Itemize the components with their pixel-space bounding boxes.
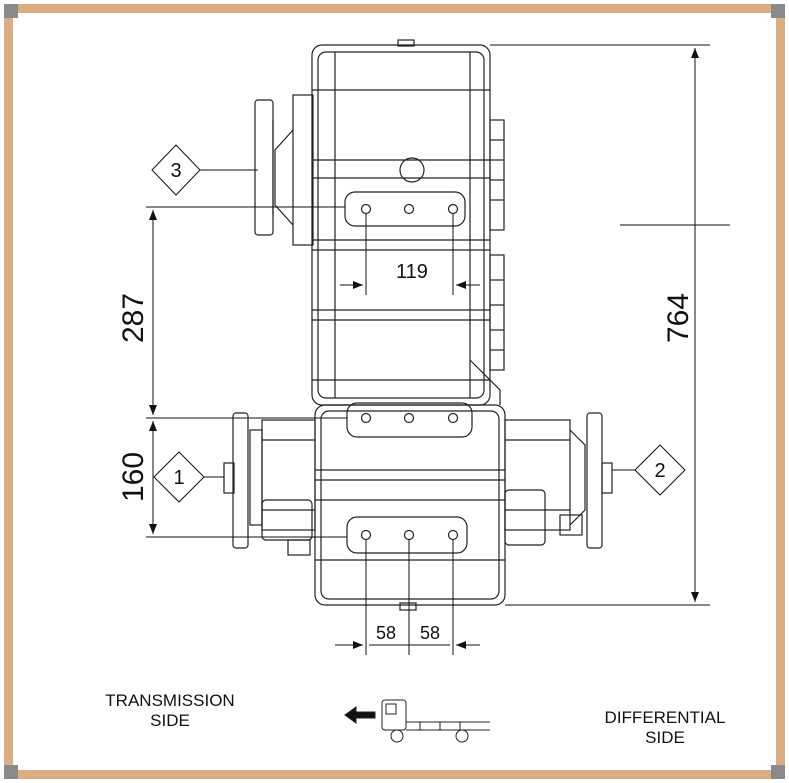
dimension-labels: 764 287 160 119 58 58 <box>117 261 695 643</box>
gearbox-body <box>223 39 613 611</box>
dimension-58-right-label: 58 <box>420 623 440 643</box>
callout-3-marker <box>151 144 201 196</box>
truck-rear-wheel-icon <box>455 729 469 743</box>
frame-corner-top-right <box>771 4 785 18</box>
callout-2-label: 2 <box>654 460 665 482</box>
frame-corner-top-left <box>4 4 18 18</box>
differential-caption-line2: SIDE <box>645 728 685 747</box>
callout-2-marker <box>634 444 686 496</box>
left-arrow-icon <box>344 706 376 724</box>
differential-side-caption: DIFFERENTIAL SIDE <box>580 708 750 748</box>
transmission-caption-line2: SIDE <box>150 711 190 730</box>
dimension-160-label: 160 <box>117 452 150 502</box>
transmission-side-caption: TRANSMISSION SIDE <box>80 691 260 731</box>
callouts <box>151 144 686 503</box>
callout-1-label: 1 <box>173 467 184 489</box>
differential-caption-line1: DIFFERENTIAL <box>604 708 726 727</box>
dimension-lines <box>146 44 730 655</box>
frame-corner-bottom-left <box>4 765 18 779</box>
dimension-58-left-label: 58 <box>376 623 396 643</box>
dimension-119-label: 119 <box>396 261 428 283</box>
drawing-frame <box>4 4 785 779</box>
truck-cab-icon <box>381 699 407 731</box>
callout-1-marker <box>153 451 205 503</box>
callout-3-label: 3 <box>170 160 181 182</box>
callout-labels: 3 1 2 <box>170 160 665 489</box>
truck-front-wheel-icon <box>390 729 404 743</box>
transmission-caption-line1: TRANSMISSION <box>105 691 235 710</box>
dimension-287-label: 287 <box>117 293 150 343</box>
dimension-764-label: 764 <box>662 293 695 343</box>
frame-corner-bottom-right <box>771 765 785 779</box>
truck-direction-icon <box>344 699 490 743</box>
